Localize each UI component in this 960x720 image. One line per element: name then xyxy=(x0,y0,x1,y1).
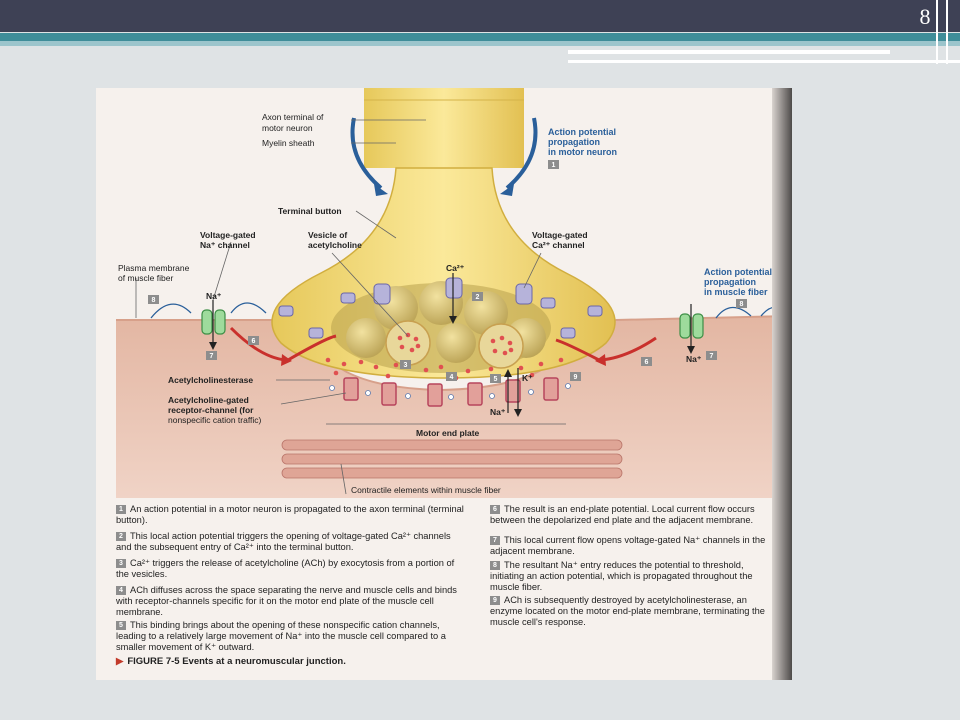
label-ap-muscle-3: in muscle fiber xyxy=(704,287,768,297)
title-bar xyxy=(0,0,960,32)
svg-text:7: 7 xyxy=(210,353,214,360)
label-axon-terminal-2: motor neuron xyxy=(262,123,313,133)
label-contractile: Contractile elements within muscle fiber xyxy=(351,485,501,495)
accent-line xyxy=(568,60,960,63)
label-ap-muscle-2: propagation xyxy=(704,277,756,287)
svg-text:6: 6 xyxy=(645,359,649,366)
step-badge: 7 xyxy=(706,351,717,360)
label-vesicle: Vesicle of xyxy=(308,230,347,240)
label-terminal-button: Terminal button xyxy=(278,206,342,216)
step-badge: 7 xyxy=(206,351,217,360)
label-axon-terminal: Axon terminal of xyxy=(262,112,324,122)
label-na-center: Na⁺ xyxy=(490,407,506,417)
myelin-sheath xyxy=(364,88,524,168)
step-badge: 6 xyxy=(641,357,652,366)
label-motor-end-plate: Motor end plate xyxy=(416,428,480,438)
svg-text:8: 8 xyxy=(152,297,156,304)
accent-stripe-light xyxy=(0,41,960,46)
label-k: K⁺ xyxy=(522,373,533,383)
contractile-elements xyxy=(281,439,623,479)
label-vesicle-2: acetylcholine xyxy=(308,240,362,250)
svg-text:9: 9 xyxy=(574,374,578,381)
triangle-icon: ▶ xyxy=(116,656,124,667)
step-badge: 9 xyxy=(570,372,581,381)
step-badge: 4 xyxy=(446,372,457,381)
svg-text:1: 1 xyxy=(552,162,556,169)
accent-line xyxy=(568,50,890,54)
figure-title: ▶FIGURE 7-5 Events at a neuromuscular ju… xyxy=(116,656,346,667)
neuromuscular-junction-diagram: Axon terminal of motor neuron Myelin she… xyxy=(116,88,792,498)
label-na-left: Na⁺ xyxy=(206,291,222,301)
svg-text:5: 5 xyxy=(494,376,498,383)
step-badge: 8 xyxy=(736,299,747,308)
svg-text:2: 2 xyxy=(476,294,480,301)
textbook-figure: Axon terminal of motor neuron Myelin she… xyxy=(96,88,792,680)
label-na-right: Na⁺ xyxy=(686,354,702,364)
step-badge: 8 xyxy=(148,295,159,304)
step-badge: 3 xyxy=(400,360,411,369)
label-vg-ca: Voltage-gated xyxy=(532,230,588,240)
svg-text:6: 6 xyxy=(252,338,256,345)
label-vg-na: Voltage-gated xyxy=(200,230,256,240)
svg-text:4: 4 xyxy=(450,374,454,381)
label-ap-motor-2: propagation xyxy=(548,137,600,147)
slide-number: 8 xyxy=(919,4,931,29)
label-myelin-sheath: Myelin sheath xyxy=(262,138,315,148)
label-plasma-membrane-2: of muscle fiber xyxy=(118,273,173,283)
label-ach-receptor-2: receptor-channel (for xyxy=(168,405,254,415)
step-badge: 5 xyxy=(490,374,501,383)
accent-vertical-line xyxy=(946,0,948,64)
label-acetylcholinesterase: Acetylcholinesterase xyxy=(168,375,253,385)
label-vg-na-2: Na⁺ channel xyxy=(200,240,250,250)
step-badge: 2 xyxy=(472,292,483,301)
svg-text:8: 8 xyxy=(740,301,744,308)
accent-vertical-line xyxy=(936,0,938,64)
svg-text:7: 7 xyxy=(710,353,714,360)
label-ach-receptor: Acetylcholine-gated xyxy=(168,395,249,405)
label-ca: Ca²⁺ xyxy=(446,263,465,273)
label-ap-muscle: Action potential xyxy=(704,267,772,277)
label-ap-motor: Action potential xyxy=(548,127,616,137)
label-vg-ca-2: Ca²⁺ channel xyxy=(532,240,585,250)
label-ach-receptor-3: nonspecific cation traffic) xyxy=(168,415,262,425)
step-badge: 1 xyxy=(548,160,559,169)
accent-stripe xyxy=(0,33,960,41)
page-fold-shadow xyxy=(772,88,792,680)
step-badge: 6 xyxy=(248,336,259,345)
label-ap-motor-3: in motor neuron xyxy=(548,147,617,157)
svg-text:3: 3 xyxy=(404,362,408,369)
label-plasma-membrane: Plasma membrane xyxy=(118,263,190,273)
